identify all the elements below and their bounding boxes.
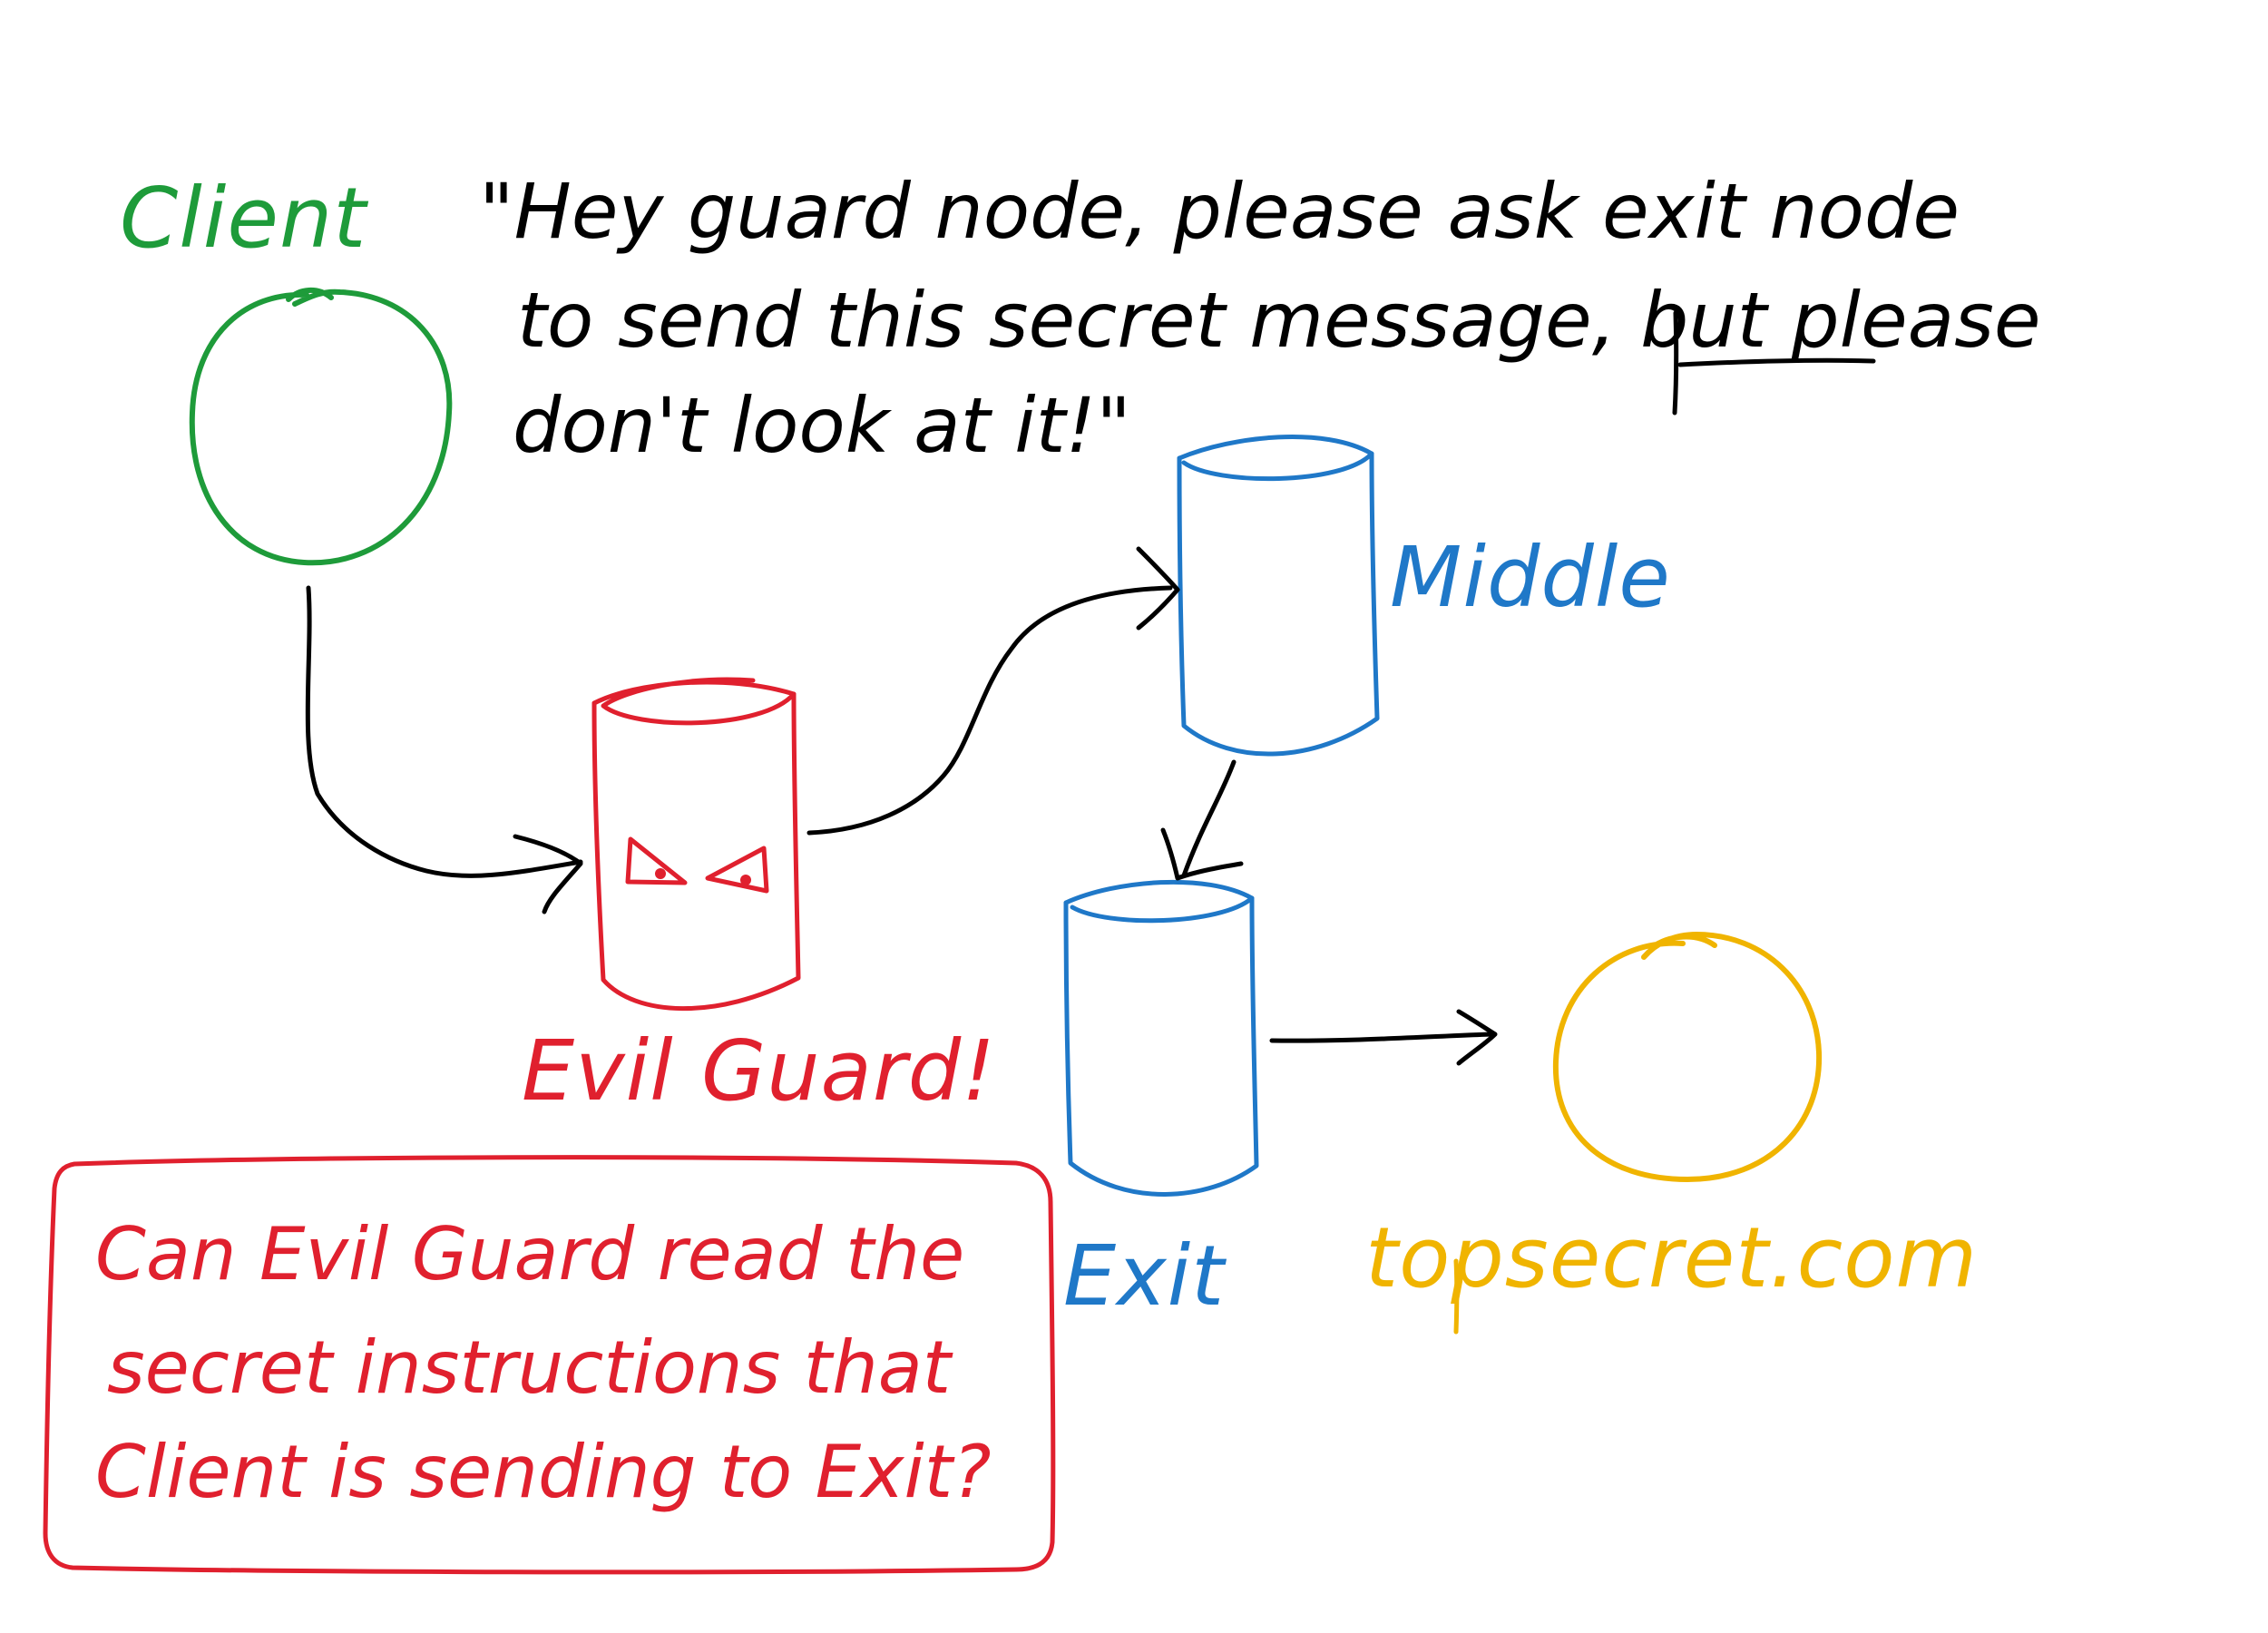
exit-cylinder-body — [1063, 895, 1259, 1197]
destination-circle — [1552, 932, 1823, 1182]
destination-label: topsecret.com — [1365, 1209, 1978, 1306]
quote-line-2-emphasis: please — [1790, 276, 2040, 365]
arrow-middle-to-exit — [1181, 759, 1237, 878]
left-eye — [625, 836, 688, 885]
circuit-arrows — [305, 546, 1498, 1066]
quote-line-1: "Hey guard node, please ask exit node — [479, 167, 1960, 256]
client-node: Client — [120, 170, 453, 566]
client-circle — [189, 288, 453, 566]
exit-label: Exit — [1063, 1227, 1227, 1325]
middle-node: Middle — [1177, 435, 1671, 757]
quote-line-2: to send this secret message, but please — [517, 276, 2041, 365]
middle-label: Middle — [1390, 529, 1671, 626]
quote-block: "Hey guard node, please ask exit node to… — [479, 167, 2041, 470]
middle-cylinder-body — [1177, 451, 1380, 757]
arrow-guard-to-middle — [807, 585, 1173, 836]
guard-label: Evil Guard! — [522, 1022, 996, 1120]
arrow-client-to-guard — [305, 585, 583, 878]
please-underline — [1677, 357, 1876, 367]
please-underline-tail — [1672, 310, 1679, 416]
arrowhead-client-to-guard — [513, 834, 583, 914]
exit-cylinder-top — [1063, 879, 1255, 924]
question-box-border — [43, 1155, 1056, 1575]
arrow-exit-to-destination — [1269, 1032, 1495, 1043]
right-eye — [705, 846, 769, 894]
middle-cylinder-top — [1177, 435, 1374, 482]
question-line-2: secret instructions that — [107, 1325, 953, 1410]
guard-cylinder-top — [591, 677, 797, 726]
question-line-3: Client is sending to Exit? — [95, 1430, 992, 1514]
destination-node: topsecret.com — [1365, 932, 1978, 1335]
question-box: Can Evil Guard read the secret instructi… — [43, 1155, 1056, 1575]
quote-line-2-start: to send this secret message, but — [517, 276, 1791, 365]
exit-node: Exit — [1063, 879, 1259, 1325]
left-pupil — [655, 868, 666, 879]
arrowhead-middle-to-exit — [1160, 827, 1244, 881]
destination-label-tail — [1453, 1258, 1460, 1335]
guard-cylinder-body — [591, 691, 801, 1012]
arrowhead-exit-to-destination — [1456, 1009, 1498, 1066]
question-line-1: Can Evil Guard read the — [95, 1212, 964, 1296]
right-pupil — [740, 875, 751, 885]
client-label: Client — [120, 170, 368, 267]
evil-eyes — [625, 836, 769, 894]
arrowhead-guard-to-middle — [1136, 546, 1180, 631]
quote-line-3: don't look at it!" — [513, 381, 1131, 470]
guard-node: Evil Guard! — [522, 677, 996, 1120]
